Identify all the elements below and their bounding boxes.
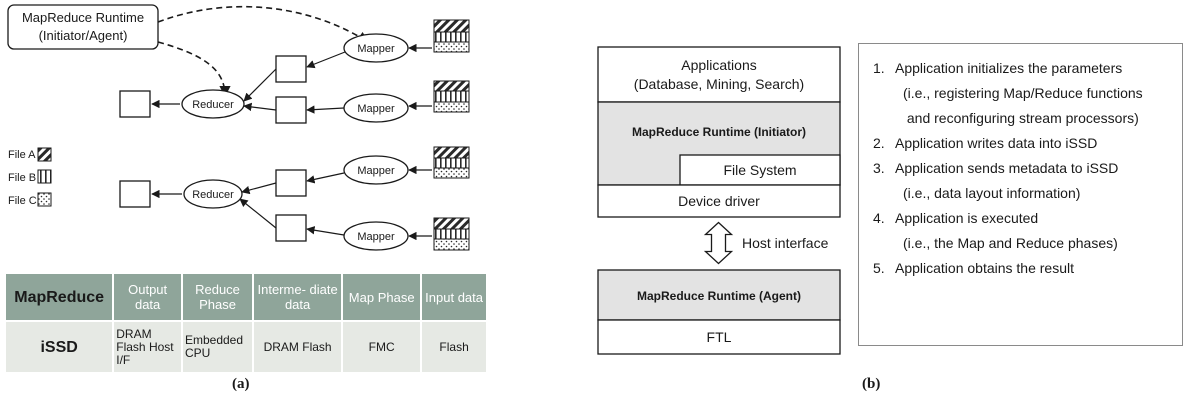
mapper-label: Mapper [357, 231, 395, 243]
steps-box: 1. Application initializes the parameters… [858, 43, 1183, 346]
output-box [119, 180, 151, 208]
step-detail: (i.e., registering Map/Reduce functions [903, 85, 1143, 101]
step-number: 4. [873, 210, 885, 226]
table-cell: Input data [420, 272, 488, 322]
table-cell: iSSD [3, 320, 115, 374]
table-cell: Reduce Phase [180, 272, 255, 322]
dashed-arrow-to-mapper [157, 5, 369, 43]
legend-file-a: File A [8, 149, 36, 161]
table-cell: FMC [341, 320, 423, 374]
reducer-label: Reducer [192, 189, 234, 201]
intermediate-box [275, 169, 307, 197]
table-cell: Interme- diate data [252, 272, 344, 322]
lower-pipeline: Reducer Mapper Mapper [119, 146, 470, 251]
step-text: Application sends metadata to iSSD [895, 160, 1119, 176]
mapper-node [343, 155, 409, 185]
step-detail: and reconfiguring stream processors) [903, 110, 1139, 126]
mapper-label: Mapper [357, 103, 395, 115]
file-a-swatch [37, 147, 52, 162]
step-detail: (i.e., data layout information) [903, 185, 1081, 201]
step-number: 1. [873, 60, 885, 76]
file-b-swatch [37, 169, 52, 184]
table-row: MapReduce Output data Reduce Phase Inter… [3, 272, 488, 322]
table-cell: Embedded CPU [180, 320, 255, 374]
intermediate-box [275, 55, 307, 83]
intermediate-box [275, 214, 307, 242]
step-number: 5. [873, 260, 885, 276]
ftl-box [597, 319, 841, 355]
mapper-label: Mapper [357, 165, 395, 177]
runtime-initiator-label: MapReduce Runtime (Initiator) [632, 125, 806, 139]
step-detail: (i.e., the Map and Reduce phases) [903, 235, 1118, 251]
input-file-stack [433, 19, 470, 53]
input-file-stack [433, 146, 470, 179]
runtime-box: MapReduce Runtime (Initiator/Agent) [7, 4, 159, 50]
file-system-box [679, 154, 841, 186]
system-stack: Applications (Database, Mining, Search) … [597, 46, 841, 355]
step-number: 2. [873, 135, 885, 151]
step-text: Application writes data into iSSD [895, 135, 1098, 151]
table-cell: MapReduce [3, 272, 115, 322]
output-box [119, 90, 151, 118]
table-row: iSSD DRAM Flash Host I/F Embedded CPU DR… [3, 320, 488, 374]
step-5: 5. Application obtains the result [873, 256, 1178, 281]
file-c-swatch [37, 192, 52, 207]
legend-file-c: File C [8, 195, 37, 207]
host-interface-arrow-icon [703, 221, 734, 265]
step-1: 1. Application initializes the parameters… [873, 56, 1178, 131]
caption-a: (a) [232, 376, 250, 392]
step-2: 2. Application writes data into iSSD [873, 131, 1178, 156]
reducer-label: Reducer [192, 99, 234, 111]
step-text: Application is executed [895, 210, 1039, 226]
table-cell: DRAM Flash Host I/F [112, 320, 183, 374]
host-interface-label: Host interface [742, 235, 829, 251]
runtime-line1: MapReduce Runtime [22, 10, 144, 25]
device-driver-label: Device driver [678, 193, 760, 209]
step-text: Application obtains the result [895, 260, 1074, 276]
dashed-arrow-to-reducer [157, 41, 231, 98]
legend-file-b: File B [8, 172, 36, 184]
mapper-node [343, 33, 409, 63]
mapping-table: MapReduce Output data Reduce Phase Inter… [3, 272, 488, 374]
file-system-label: File System [723, 162, 796, 178]
table-cell: Flash [420, 320, 488, 374]
input-file-stack [433, 217, 470, 251]
mapper-node [343, 221, 409, 251]
device-driver-box [597, 184, 841, 218]
step-4: 4. Application is executed (i.e., the Map… [873, 206, 1178, 256]
table-cell: DRAM Flash [252, 320, 344, 374]
intermediate-box [275, 96, 307, 124]
caption-b: (b) [862, 376, 881, 392]
runtime-agent-label: MapReduce Runtime (Agent) [637, 289, 801, 303]
applications-title: Applications [681, 57, 757, 73]
upper-pipeline: Reducer Mapper Mapper [119, 19, 470, 124]
step-text: Application initializes the parameters [895, 60, 1123, 76]
input-file-stack [433, 80, 470, 113]
step-number: 3. [873, 160, 885, 176]
runtime-line2: (Initiator/Agent) [39, 28, 128, 43]
applications-box [597, 46, 841, 103]
table-cell: Map Phase [341, 272, 423, 322]
mapper-label: Mapper [357, 43, 395, 55]
file-legend: File A File B File C [8, 147, 52, 207]
table-cell: Output data [112, 272, 183, 322]
step-3: 3. Application sends metadata to iSSD (i.… [873, 156, 1178, 206]
applications-examples: (Database, Mining, Search) [634, 76, 804, 92]
ftl-label: FTL [707, 329, 732, 345]
